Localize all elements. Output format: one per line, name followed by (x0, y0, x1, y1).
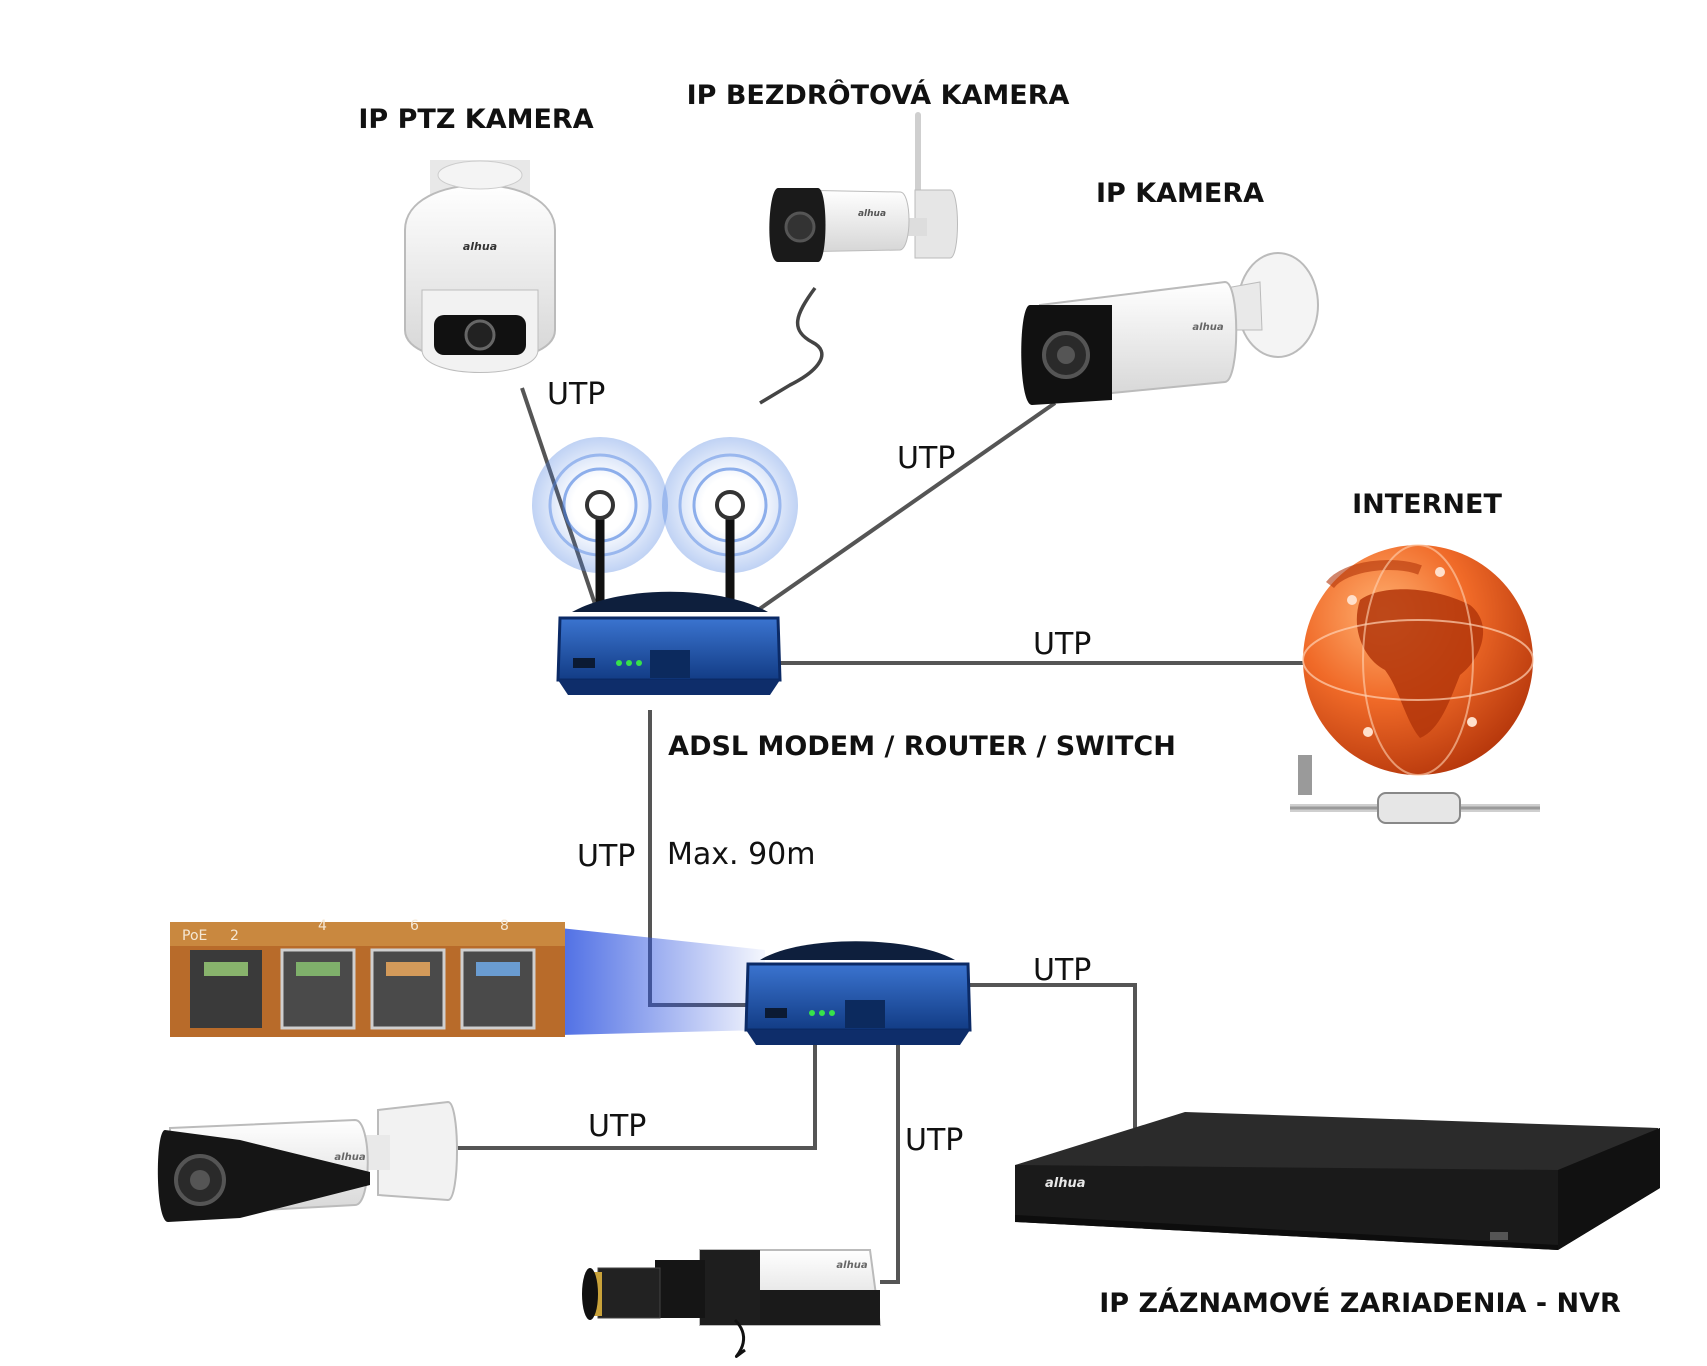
nvr-title: IP ZÁZNAMOVÉ ZARIADENIA - NVR (1099, 1287, 1621, 1319)
poe-switch-icon (744, 941, 972, 1045)
bullet-brand-logo: alhua (334, 1152, 365, 1163)
nvr-icon: alhua (1015, 1112, 1660, 1250)
wire-switch-bullet (455, 1040, 817, 1150)
wires (455, 286, 1303, 1284)
switch-ports-photo: PoE 2 4 6 8 (170, 918, 765, 1037)
utp-label-internet: UTP (1033, 627, 1091, 662)
ptz-brand-logo: alhua (463, 240, 497, 253)
utp-label-ptz: UTP (547, 377, 605, 412)
bullet-camera-icon: alhua (157, 1100, 458, 1222)
distance-label: Max. 90m (667, 837, 816, 872)
ip-camera-brand-logo: alhua (1192, 322, 1223, 333)
utp-label-router-switch: UTP (577, 839, 635, 874)
ip-camera-title: IP KAMERA (1096, 178, 1264, 209)
utp-label-box: UTP (905, 1123, 963, 1158)
ptz-camera-title: IP PTZ KAMERA (358, 104, 593, 135)
switch-port-label-poe: PoE (182, 928, 207, 944)
switch-port-label-2: 2 (230, 928, 239, 944)
box-camera-icon: alhua (582, 1249, 882, 1358)
switch-port-label-4: 4 (318, 918, 327, 934)
ip-camera-icon: alhua (1021, 252, 1319, 405)
internet-globe-icon (1290, 544, 1540, 824)
utp-label-bullet: UTP (588, 1109, 646, 1144)
wire-switch-nvr (965, 983, 1137, 1128)
switch-port-label-6: 6 (410, 918, 419, 934)
wireless-brand-logo: alhua (858, 209, 886, 219)
wireless-signal-squiggle (759, 286, 824, 405)
router-icon (532, 437, 798, 695)
wire-switch-box (880, 1040, 900, 1284)
internet-title: INTERNET (1352, 489, 1502, 520)
wire-camera-router (756, 401, 1057, 612)
router-title: ADSL MODEM / ROUTER / SWITCH (668, 731, 1176, 762)
wireless-camera-title: IP BEZDRÔTOVÁ KAMERA (687, 79, 1070, 111)
box-brand-logo: alhua (836, 1260, 867, 1271)
utp-label-ip-camera: UTP (897, 441, 955, 476)
wireless-camera-icon: alhua (769, 112, 958, 262)
utp-label-nvr: UTP (1033, 953, 1091, 988)
switch-port-label-8: 8 (500, 918, 509, 934)
nvr-brand-logo: alhua (1045, 1176, 1086, 1191)
ptz-camera-icon: alhua (404, 160, 556, 373)
